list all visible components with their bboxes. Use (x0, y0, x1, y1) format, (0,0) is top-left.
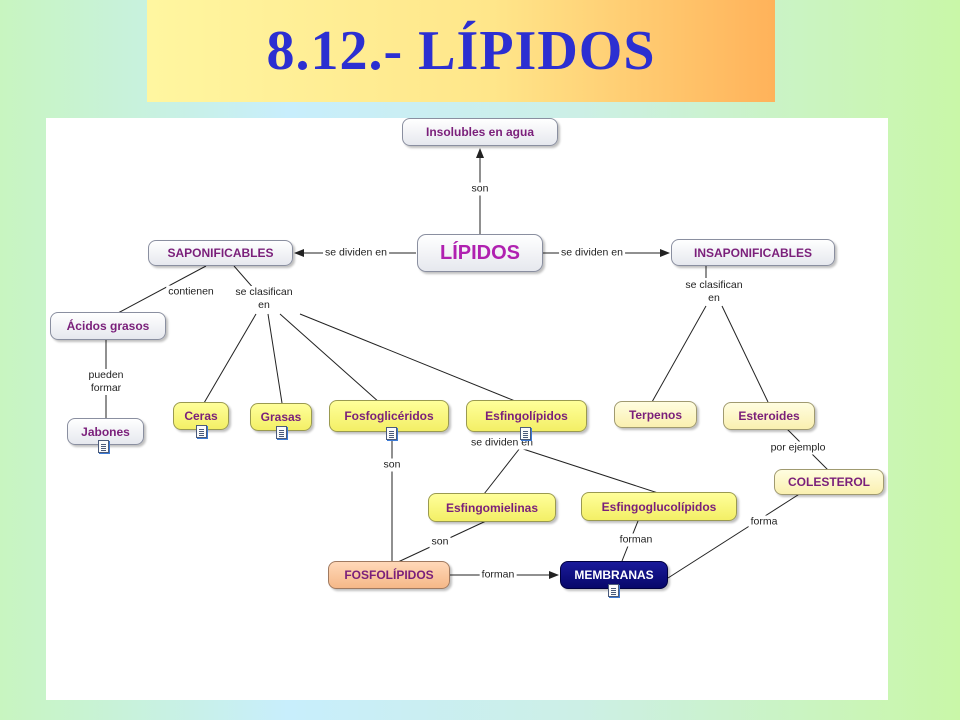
document-icon[interactable] (276, 426, 287, 439)
edge-clasif-esteroides (721, 305, 769, 403)
edge-clasif-terpenos (651, 305, 707, 403)
node-acidos-grasos[interactable]: Ácidos grasos (50, 312, 166, 340)
edge-colesterol-membranas (667, 492, 802, 579)
link-label-son: son (469, 182, 491, 196)
link-label-se-dividen-en: se dividen en (469, 436, 535, 450)
link-label-se-dividen-en: se dividen en (559, 246, 625, 260)
link-label-se-dividen-en: se dividen en (323, 246, 389, 260)
edge-clasif-esfingo (299, 313, 521, 404)
page-title: 8.12.- LÍPIDOS (266, 20, 656, 82)
node-insolubles-en-agua[interactable]: Insolubles en agua (402, 118, 558, 146)
edge-clasif-grasas (267, 313, 283, 404)
edge-clasif-fosfo (279, 313, 381, 404)
node-insaponificables[interactable]: INSAPONIFICABLES (671, 239, 835, 266)
link-label-contienen: contienen (166, 285, 216, 299)
node-lipidos[interactable]: LÍPIDOS (417, 234, 543, 272)
node-esteroides[interactable]: Esteroides (723, 402, 815, 430)
node-saponificables[interactable]: SAPONIFICABLES (148, 240, 293, 266)
link-label-forman: forman (617, 533, 655, 547)
node-esfingomielinas[interactable]: Esfingomielinas (428, 493, 556, 522)
document-icon[interactable] (98, 440, 109, 453)
node-fosfogliceridos[interactable]: Fosfoglicéridos (329, 400, 449, 432)
link-label-son: son (381, 458, 403, 472)
edge-esfingo-gluco (519, 447, 659, 494)
link-label-forman: forman (479, 568, 517, 582)
edge-sapo-acidos (117, 265, 207, 314)
link-label-pueden-formar: pueden formar (86, 369, 126, 395)
node-grasas[interactable]: Grasas (250, 403, 312, 431)
edge-esfingo-mielinas (483, 447, 521, 495)
document-icon[interactable] (520, 427, 531, 440)
concept-map: son se dividen en se dividen en contiene… (46, 118, 888, 700)
document-icon[interactable] (608, 584, 619, 597)
link-label-forma: forma (748, 515, 780, 529)
node-colesterol[interactable]: COLESTEROL (774, 469, 884, 495)
node-terpenos[interactable]: Terpenos (614, 401, 697, 428)
link-label-se-clasifican-en: se clasifican en (683, 279, 745, 305)
node-esfingoglucolipidos[interactable]: Esfingoglucolípidos (581, 492, 737, 521)
link-label-son: son (429, 535, 451, 549)
title-banner: 8.12.- LÍPIDOS (147, 0, 775, 102)
link-label-se-clasifican-en: se clasifican en (233, 286, 295, 312)
document-icon[interactable] (386, 427, 397, 440)
edge-clasif-ceras (203, 313, 257, 404)
document-icon[interactable] (196, 425, 207, 438)
link-label-por-ejemplo: por ejemplo (768, 441, 828, 455)
node-fosfolipidos[interactable]: FOSFOLÍPIDOS (328, 561, 450, 589)
